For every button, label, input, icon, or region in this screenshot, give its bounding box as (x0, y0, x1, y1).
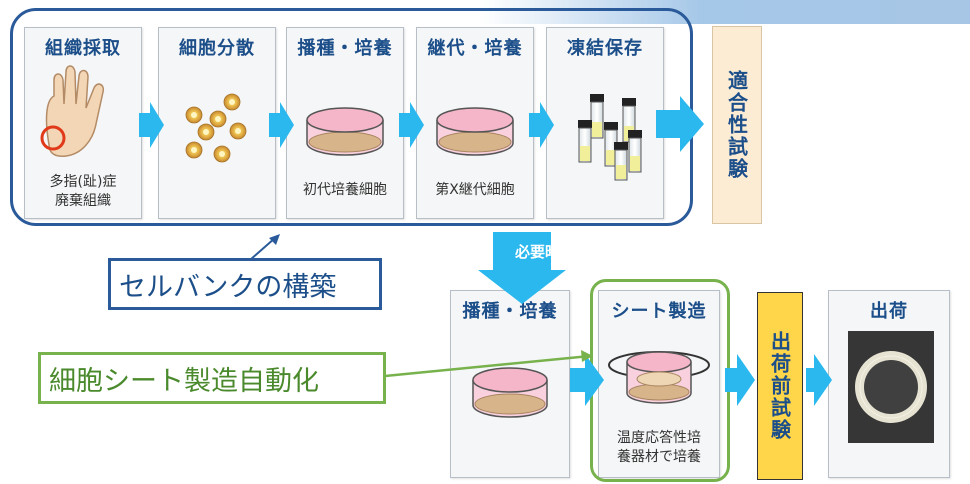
culture-dish-icon (306, 107, 384, 156)
thaw-label: 必要時に解凍 (514, 243, 605, 261)
step-caption: 第X継代細胞 (417, 181, 533, 200)
cellbank-leader-line (249, 237, 276, 261)
caption-line: 養器材で培養 (617, 449, 701, 465)
step-cell-dispersion: 細胞分散 (158, 27, 276, 219)
arrow-down-icon (478, 232, 566, 304)
caption-line: 廃棄組織 (55, 193, 111, 209)
arrow-right-icon (725, 354, 755, 406)
arrow-right-icon (529, 102, 554, 148)
cryovials-icon (578, 94, 642, 181)
arrow-right-icon (570, 354, 604, 406)
automation-callout: 細胞シート製造自動化 (38, 352, 386, 404)
caption-line: 温度応答性培 (617, 430, 701, 446)
cells-icon (185, 93, 247, 163)
hand-icon (40, 65, 105, 157)
step-title: 出荷 (870, 301, 908, 322)
caption-line: 第X継代細胞 (435, 182, 515, 198)
step-title: 細胞分散 (179, 38, 255, 59)
step-tissue-collection: 組織採取 多指(趾)症 廃棄組織 (24, 27, 142, 219)
step-sheet-manufacturing: シート製造 温度応答性培 養器材で培養 (598, 290, 720, 478)
header-band (480, 0, 970, 24)
step-caption: 初代培養細胞 (287, 181, 403, 200)
arrow-right-icon (269, 102, 294, 148)
preshipment-test-label: 出荷前試験 (767, 331, 792, 441)
arrowhead (581, 350, 593, 362)
culture-dish-icon (472, 367, 548, 418)
step-title: 播種・培養 (297, 38, 393, 59)
automation-leader-line (384, 354, 591, 378)
suitability-test-label: 適合性試験 (724, 70, 749, 180)
arrow-right-icon (656, 96, 704, 152)
caption-line: 多指(趾)症 (49, 174, 117, 190)
preshipment-test-box: 出荷前試験 (757, 292, 803, 480)
step-title: シート製造 (611, 301, 707, 322)
step-title: 組織採取 (45, 38, 121, 59)
culture-dish-icon (436, 107, 514, 156)
step-title: 凍結保存 (567, 38, 643, 59)
culture-dish-icon (608, 351, 710, 404)
step-title: 播種・培養 (462, 301, 558, 322)
step-title: 継代・培養 (427, 38, 523, 59)
arrow-right-icon (806, 354, 832, 406)
cellbank-callout: セルバンクの構築 (108, 258, 382, 310)
step-caption: 多指(趾)症 廃棄組織 (25, 173, 141, 211)
step-caption: 温度応答性培 養器材で培養 (599, 429, 719, 467)
sheet-ring-icon (848, 331, 934, 443)
suitability-test-box: 適合性試験 (712, 26, 762, 224)
arrowhead (269, 234, 280, 245)
caption-line: 初代培養細胞 (303, 182, 387, 198)
arrow-right-icon (139, 102, 164, 148)
arrow-right-icon (399, 102, 424, 148)
